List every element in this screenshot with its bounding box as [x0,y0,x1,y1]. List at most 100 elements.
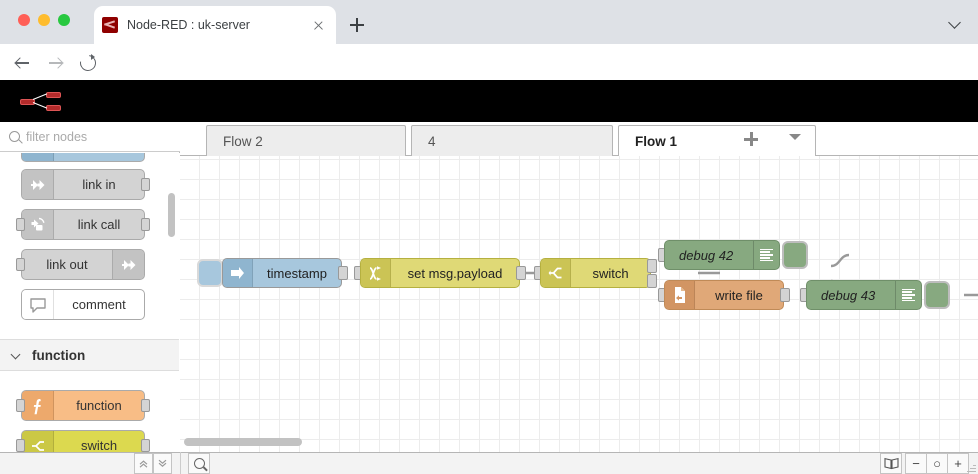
window-traffic-lights [18,14,70,26]
resize-grip[interactable] [966,463,976,473]
close-icon[interactable] [308,15,328,35]
node-label: switch [592,265,629,281]
palette-node-comment[interactable]: comment [21,289,145,320]
output-port[interactable] [141,399,150,412]
switch-icon [22,431,54,452]
category-label: function [32,347,86,363]
nodered-logo-icon [20,90,62,112]
palette-category-function[interactable]: function [0,339,179,371]
reload-icon[interactable] [79,54,96,71]
palette-node-label: switch [80,438,118,452]
function-f-icon [22,391,54,420]
inject-arrow-icon [223,259,253,287]
link-call-icon [22,210,54,239]
palette-scrollbar[interactable] [168,193,175,237]
flow-node-change[interactable]: set msg.payload [360,258,520,288]
output-port[interactable] [338,266,348,280]
tab-flow-1[interactable]: Flow 1 [618,125,816,157]
palette-node-link-out[interactable]: link out [16,249,145,280]
close-window-button[interactable] [18,14,30,26]
palette-node-label: link out [46,257,88,272]
output-port-1[interactable] [647,259,657,273]
palette-node-link-in[interactable]: link in [21,169,150,200]
status-bar: − ○ + [0,452,978,474]
divider [180,452,181,474]
nodered-favicon [102,17,118,33]
input-port[interactable] [16,399,25,412]
tab-4[interactable]: 4 [411,125,613,156]
navigator-button[interactable] [880,453,902,474]
flow-node-inject[interactable]: timestamp [222,258,342,288]
node-label: timestamp [267,265,327,281]
palette-scroll-area[interactable]: link in link call link out [0,153,180,452]
search-icon [9,131,20,142]
comment-icon [22,290,54,319]
output-port-2[interactable] [647,274,657,288]
chevron-down-icon [12,351,21,360]
minimize-window-button[interactable] [38,14,50,26]
filter-placeholder: filter nodes [26,129,88,144]
debug-toggle-button[interactable] [924,281,950,309]
chevron-down-icon[interactable] [950,17,962,29]
search-icon [193,458,205,469]
output-port[interactable] [141,178,150,191]
file-write-icon [665,281,695,309]
new-tab-button[interactable] [344,12,370,38]
tab-list-caret-icon[interactable] [789,134,801,140]
switch-branch-icon [541,259,571,287]
output-port[interactable] [516,266,526,280]
tab-label: Flow 1 [635,134,678,149]
flow-tab-bar: Flow 2 4 Flow 1 [180,122,978,157]
flow-node-switch[interactable]: switch [540,258,651,288]
browser-tab-title: Node-RED : uk-server [127,18,250,32]
palette-node-label: link call [77,217,121,232]
palette-node-label: function [76,398,122,413]
link-out-icon [112,250,144,279]
browser-toolbar: Not Secure uk-server:2718/#flow/a5d542fc… [0,44,978,120]
node-icon [22,153,54,161]
flow-canvas[interactable]: timestamp set msg.payload switch debug 4… [180,156,978,452]
zoom-controls: − ○ + [905,453,969,474]
maximize-window-button[interactable] [58,14,70,26]
palette-node-partial[interactable] [21,153,145,162]
output-port[interactable] [141,439,150,452]
tab-flow-2[interactable]: Flow 2 [206,125,406,156]
inject-trigger-button[interactable] [197,259,223,287]
input-port[interactable] [16,439,25,452]
flow-node-write-file[interactable]: write file [664,280,784,310]
collapse-down-button[interactable] [153,453,172,474]
output-port[interactable] [141,218,150,231]
browser-tab[interactable]: Node-RED : uk-server [94,6,336,44]
palette-node-function[interactable]: function [16,390,150,421]
node-palette: filter nodes link in link call [0,122,180,452]
collapse-up-button[interactable] [134,453,153,474]
filter-nodes-input[interactable]: filter nodes [0,122,180,152]
link-in-icon [22,170,54,199]
flow-node-debug-42[interactable]: debug 42 [664,240,780,270]
change-swap-icon [361,259,391,287]
palette-node-label: comment [72,297,126,312]
node-label: write file [715,287,763,303]
node-label: set msg.payload [407,265,503,281]
node-label: debug 42 [679,247,734,263]
tab-label: Flow 2 [223,133,263,149]
debug-toggle-button[interactable] [782,241,808,269]
browser-chrome: Node-RED : uk-server Not Secure uk-serve… [0,0,978,120]
palette-node-switch[interactable]: switch [16,430,150,452]
back-arrow-icon[interactable] [14,54,31,71]
output-port[interactable] [780,288,790,302]
tab-label: 4 [428,133,436,149]
add-tab-icon[interactable] [740,128,762,150]
palette-node-label: link in [82,177,116,192]
forward-arrow-icon[interactable] [47,54,64,71]
flow-node-debug-43[interactable]: debug 43 [806,280,922,310]
node-label: debug 43 [821,287,876,303]
input-port[interactable] [16,218,25,231]
palette-node-link-call[interactable]: link call [16,209,150,240]
canvas-horizontal-scrollbar[interactable] [184,438,302,446]
zoom-reset-button[interactable]: ○ [926,453,948,474]
nodered-header: Node-RED Deploy [0,80,978,197]
input-port[interactable] [16,258,25,271]
zoom-out-button[interactable]: − [905,453,927,474]
search-flows-button[interactable] [188,453,210,474]
